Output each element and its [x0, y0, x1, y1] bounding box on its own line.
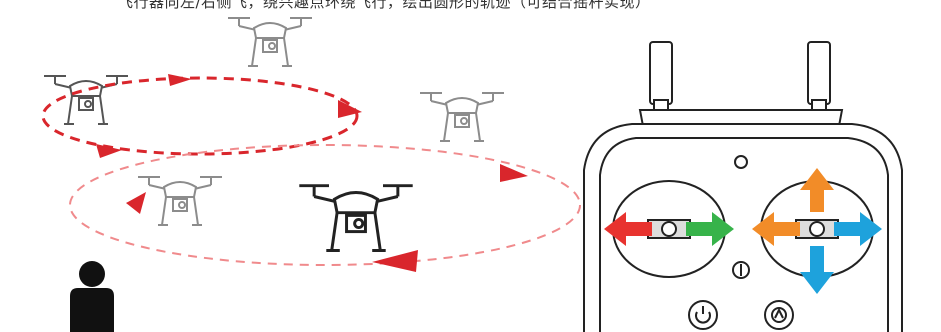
drone-icon	[299, 186, 412, 251]
drone-icon	[138, 177, 222, 225]
orbit-lower	[70, 145, 580, 272]
remote-controller-icon	[584, 42, 902, 332]
drone-icon	[228, 18, 312, 66]
drone-icon	[420, 93, 504, 141]
person-icon	[70, 261, 114, 332]
